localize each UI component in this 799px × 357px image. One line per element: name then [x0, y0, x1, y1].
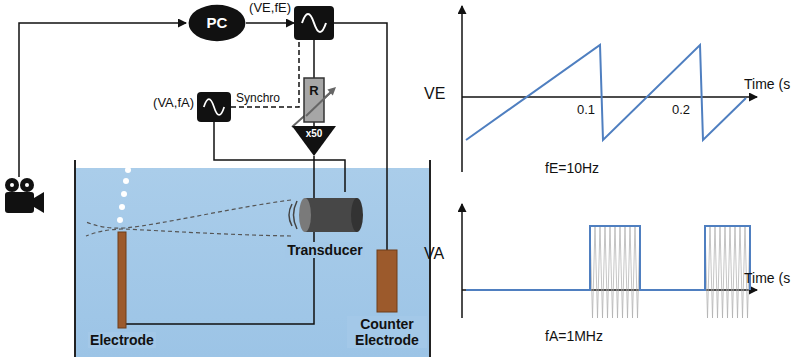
- sine-wave: [302, 14, 326, 32]
- camera-reel-hub: [25, 183, 29, 187]
- wavefront-arcs: [289, 201, 297, 229]
- ultrasound-burst: [705, 226, 750, 318]
- wire-connector: [246, 22, 294, 24]
- transducer-face: [299, 198, 311, 232]
- pc-ellipse: [189, 5, 246, 41]
- sync-connector: [231, 40, 299, 107]
- time-axis-label: Time (s: [744, 270, 790, 286]
- water-bath: [75, 168, 430, 357]
- bubble: [123, 178, 129, 184]
- focus-beam: [86, 200, 291, 228]
- camera-icon: [5, 178, 44, 213]
- burst-envelope: [466, 226, 750, 290]
- edge-label: Synchro: [236, 90, 280, 106]
- sine-symbol: [302, 14, 326, 32]
- node-shape: [118, 232, 126, 328]
- transducer-body: [305, 198, 357, 232]
- node-shape: [294, 6, 334, 40]
- generator-box: [197, 92, 231, 122]
- node-label: PC: [207, 15, 228, 31]
- node-label: x50: [306, 128, 323, 140]
- ultrasound-transducer: Transducer: [285, 192, 365, 238]
- camera-lens: [34, 192, 44, 213]
- function-generator: (VE,fE): [294, 6, 334, 40]
- bubble: [125, 167, 131, 173]
- node-label: Counter Electrode: [347, 316, 427, 348]
- bubble: [117, 217, 123, 223]
- camera-reel-hub: [10, 183, 14, 187]
- sawtooth-signal: [466, 45, 746, 140]
- working-electrode: Electrode: [118, 232, 126, 328]
- time-axis-label: Time (s: [744, 76, 790, 92]
- frequency-label: fE=10Hz: [545, 160, 599, 176]
- amplifier-triangle: x50: [292, 126, 336, 156]
- node-label: (VE,fE): [249, 0, 291, 16]
- wire-connector: [214, 122, 345, 192]
- ultrasound-burst: [590, 226, 640, 318]
- time-axis: [462, 96, 757, 98]
- variable-arrow-head: [327, 87, 336, 95]
- bubbles: [117, 167, 131, 223]
- tank-wall: [75, 160, 430, 357]
- node-label: Transducer: [285, 242, 364, 258]
- camera-reel: [20, 178, 34, 192]
- sine-symbol: [204, 99, 224, 115]
- tick-label: 0.1: [577, 102, 595, 118]
- electrode-rod: [377, 250, 397, 312]
- axis-label: VA: [424, 246, 444, 262]
- wire-connector: [313, 40, 315, 78]
- axis-label: VE: [424, 86, 445, 102]
- node-label: R: [309, 83, 318, 99]
- function-generator: (VA,fA): [197, 92, 231, 122]
- counter-electrode: Counter Electrode: [377, 250, 397, 312]
- generator-box: [294, 6, 334, 40]
- amplifier-body: [292, 126, 336, 156]
- node-label: Electrode: [88, 332, 156, 348]
- variable-resistor: R: [304, 78, 324, 122]
- node-shape: [197, 92, 231, 122]
- sine-wave: [204, 99, 224, 115]
- computer-ellipse: PC: [188, 4, 246, 42]
- frequency-label: fA=1MHz: [545, 328, 603, 344]
- voltage-axis: [461, 204, 463, 318]
- node-shape: [285, 192, 365, 238]
- focus-beam: [86, 229, 291, 236]
- wire-connector: [126, 156, 314, 324]
- bubble: [121, 191, 127, 197]
- node-label: (VA,fA): [153, 95, 194, 111]
- transducer-back: [351, 198, 363, 232]
- bubble: [119, 204, 125, 210]
- node-shape: [377, 250, 397, 312]
- electrode-rod: [118, 232, 126, 328]
- tick-label: 0.2: [672, 102, 690, 118]
- voltage-axis: [461, 6, 463, 172]
- camera-body: [5, 192, 34, 213]
- camera-reel: [5, 178, 19, 192]
